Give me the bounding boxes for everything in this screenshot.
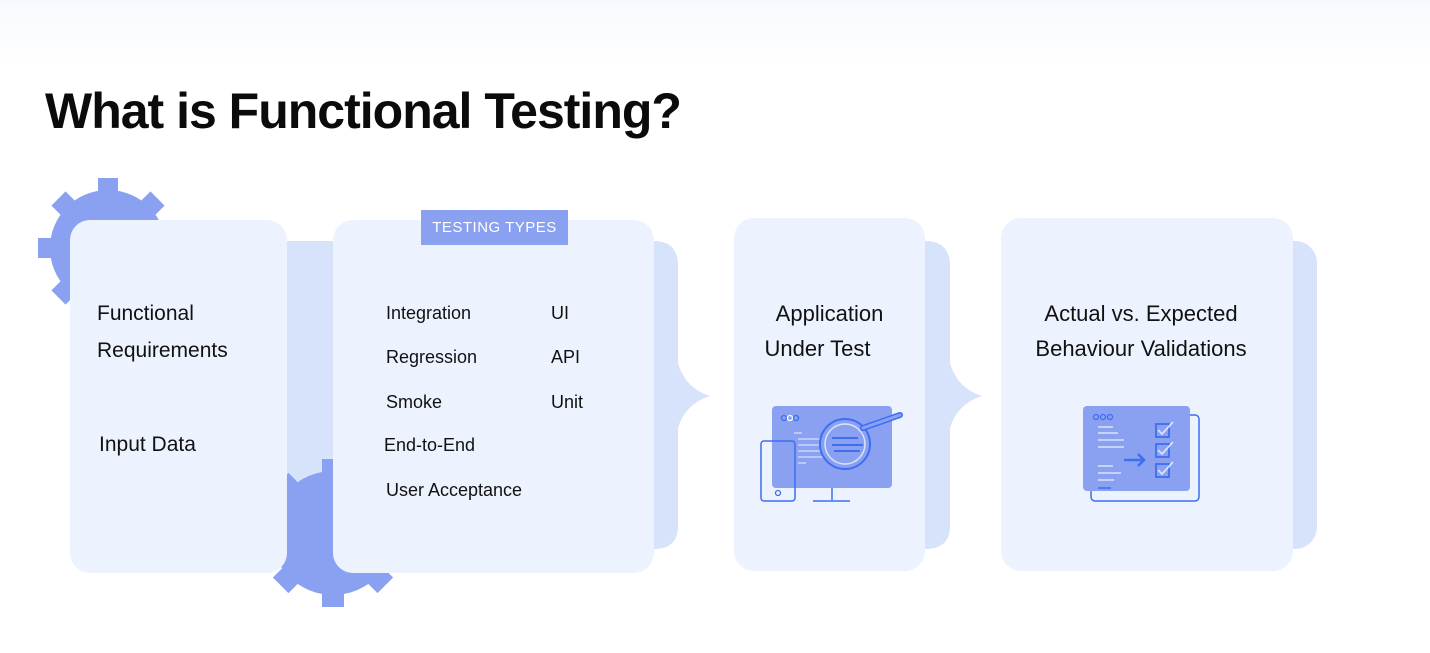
checklist-icon	[1083, 406, 1200, 502]
type-unit: Unit	[551, 392, 584, 412]
testing-types-card	[333, 220, 654, 573]
behaviour-validations-label: Behaviour Validations	[1035, 336, 1247, 361]
inputs-card	[70, 220, 287, 573]
under-test-label: Under Test	[764, 336, 871, 361]
actual-vs-expected-label: Actual vs. Expected	[1044, 301, 1238, 326]
type-end-to-end: End-to-End	[384, 435, 476, 455]
type-regression: Regression	[386, 347, 478, 367]
type-smoke: Smoke	[386, 392, 443, 412]
top-band	[0, 0, 1430, 70]
page-title: What is Functional Testing?	[45, 83, 682, 139]
validation-card	[1001, 218, 1293, 571]
functional-label: Functional	[97, 302, 194, 325]
type-api: API	[551, 347, 581, 367]
testing-types-badge: TESTING TYPES	[421, 210, 568, 245]
monitor-magnifier-icon	[760, 406, 903, 502]
type-ui: UI	[551, 303, 569, 323]
requirements-label: Requirements	[97, 339, 228, 362]
input-data-label: Input Data	[99, 433, 196, 456]
application-card	[734, 218, 925, 571]
application-label: Application	[775, 301, 884, 326]
type-integration: Integration	[386, 303, 472, 323]
type-user-acceptance: User Acceptance	[386, 480, 523, 500]
connector-band	[280, 241, 340, 481]
